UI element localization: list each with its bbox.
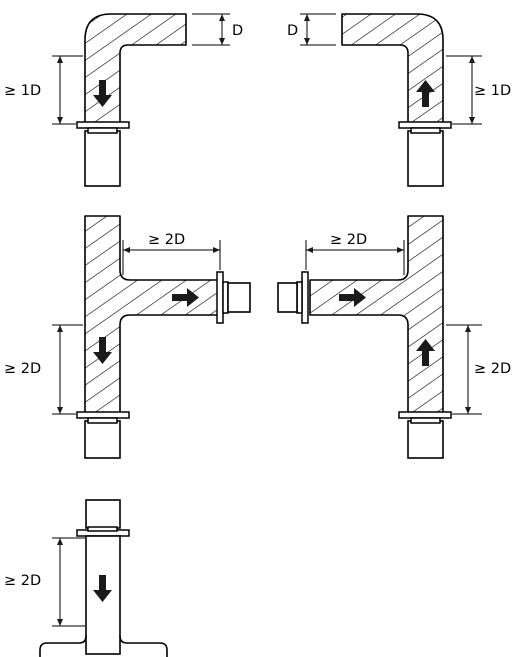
flange-top-left-b (87, 127, 118, 134)
flange-tee-right-side (301, 271, 309, 324)
tee-right-side-extension (277, 282, 298, 313)
elbow-left-lower-section (84, 130, 121, 187)
flange-tee-left-bottom-b (87, 417, 118, 424)
tee-left: ≥ 2D ≥ 2D (4, 215, 251, 459)
label-min-2d-tee-left-v: ≥ 2D (4, 361, 41, 377)
elbow-pipe-right (341, 13, 444, 125)
label-min-2d-tee-right-h: ≥ 2D (330, 232, 367, 248)
dimension-2d-tee-left-vertical (52, 324, 83, 415)
flange-top-right-b (410, 127, 441, 134)
tee-left-lower-section (84, 420, 121, 459)
elbow-upward-flow: ≥ 1D D (287, 13, 511, 187)
elbow-right-lower-section (407, 130, 444, 187)
dimension-1d-left (52, 55, 83, 125)
tee-right-lower-section (407, 420, 444, 459)
dimension-2d-tee-left-horizontal (122, 240, 221, 275)
flange-top-right (398, 121, 452, 129)
arrow-right-icon (172, 288, 199, 307)
flange-bottom-b (87, 526, 118, 532)
dimension-d-right (300, 13, 336, 46)
label-min-2d-bottom: ≥ 2D (4, 573, 41, 589)
flange-tee-right-bottom (398, 411, 452, 419)
label-min-2d-tee-right-v: ≥ 2D (474, 361, 511, 377)
flange-tee-left-bottom (76, 411, 130, 419)
arrow-down-icon (93, 80, 112, 107)
flange-top-left (76, 121, 130, 129)
dimension-2d-bottom (52, 537, 85, 627)
dimension-1d-right (446, 55, 482, 125)
flange-tee-left-side (216, 271, 224, 324)
arrow-down-icon (93, 337, 112, 364)
label-d-right: D (287, 23, 298, 39)
label-min-2d-tee-left-h: ≥ 2D (148, 232, 185, 248)
label-min-1d-right: ≥ 1D (474, 83, 511, 99)
tee-right-body (309, 215, 444, 415)
bottom-pipe-upper-section (85, 499, 121, 529)
arrow-up-icon (416, 80, 435, 107)
elbow-downward-flow: ≥ 1D D (4, 13, 243, 187)
dimension-2d-tee-right-horizontal (305, 240, 405, 275)
tee-left-side-extension (227, 282, 251, 313)
elbow-pipe-left (84, 13, 187, 125)
tee-right: ≥ 2D ≥ 2D (277, 215, 511, 459)
tank-top (39, 635, 87, 657)
label-d-left: D (232, 23, 243, 39)
dimension-d-left (192, 13, 230, 46)
arrow-right-icon (339, 288, 366, 307)
label-min-1d-left: ≥ 1D (4, 83, 41, 99)
dimension-2d-tee-right-vertical (446, 324, 482, 415)
tank-top-right (119, 635, 168, 657)
straight-pipe-bottom: ≥ 2D (4, 499, 168, 657)
flange-tee-right-bottom-b (410, 417, 441, 424)
arrow-down-icon (93, 575, 112, 602)
arrow-up-icon (416, 339, 435, 366)
